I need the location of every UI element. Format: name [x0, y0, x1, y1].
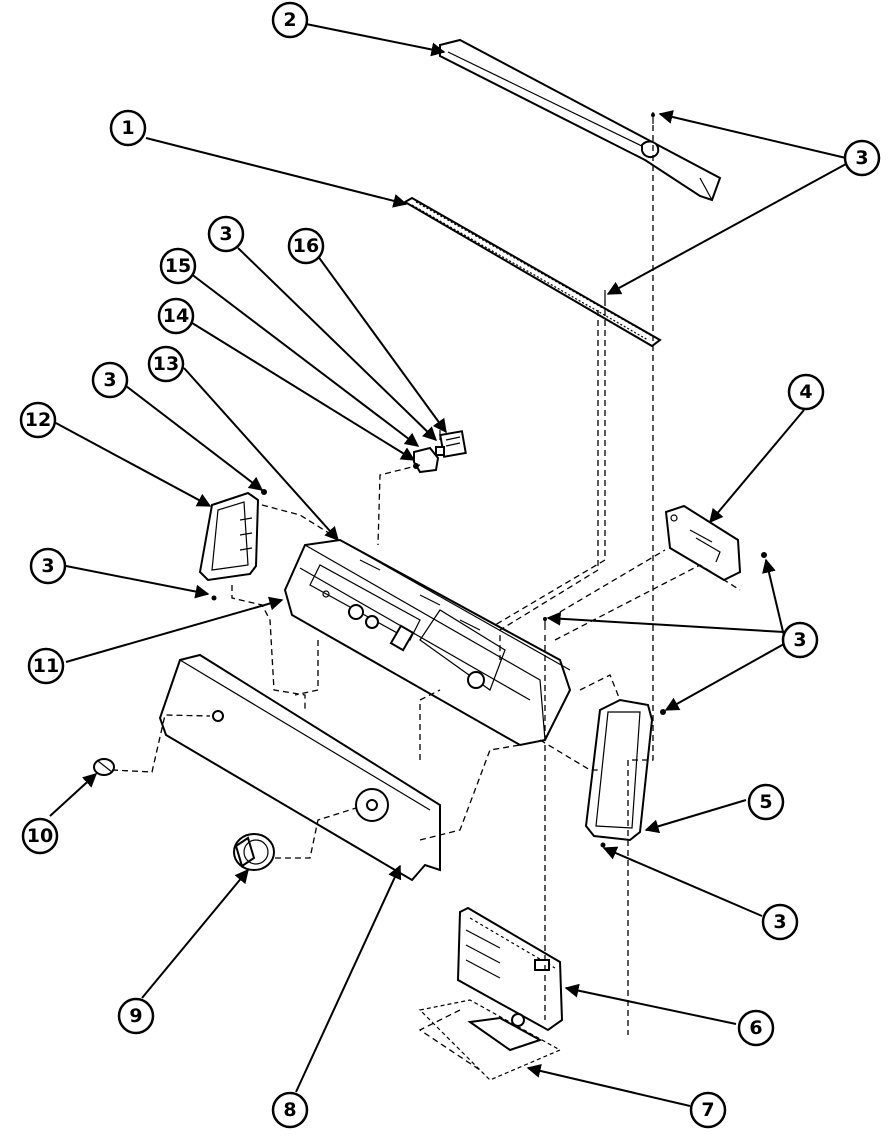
callout-label: 3: [793, 629, 806, 651]
screws: [439, 112, 655, 630]
part-knob-small: [93, 758, 115, 776]
callout-9: 9: [117, 997, 155, 1035]
callout-3: 3: [843, 139, 881, 177]
callout-label: 5: [759, 791, 772, 813]
callout-3: 3: [207, 215, 245, 253]
callout-5: 5: [747, 783, 785, 821]
part-console: [283, 538, 572, 747]
callout-10: 10: [21, 817, 59, 855]
callout-4: 4: [787, 373, 825, 411]
callout-label: 10: [27, 825, 53, 847]
callout-3: 3: [781, 621, 819, 659]
assembly-lines: [111, 125, 741, 1071]
part-control-board: [664, 504, 767, 582]
part-base-bracket: [418, 999, 562, 1081]
callout-label: 4: [799, 381, 812, 403]
callout-label: 9: [129, 1005, 142, 1027]
callout-7: 7: [689, 1091, 727, 1129]
callout-3: 3: [91, 361, 129, 399]
part-bracket: [413, 446, 440, 474]
callout-3: 3: [761, 903, 799, 941]
callout-label: 14: [163, 305, 189, 327]
callout-label: 3: [773, 911, 786, 933]
part-circuit-board: [456, 906, 564, 1032]
callout-label: 11: [33, 655, 59, 677]
part-front-panel: [158, 653, 441, 882]
callout-14: 14: [157, 297, 195, 335]
callout-label: 16: [293, 235, 319, 257]
callout-6: 6: [737, 1009, 775, 1047]
callout-16: 16: [287, 227, 325, 265]
callout-label: 7: [701, 1099, 714, 1121]
part-right-end-cap: [584, 698, 666, 848]
callout-label: 3: [103, 369, 116, 391]
callout-label: 3: [855, 147, 868, 169]
part-top-cover: [439, 38, 722, 202]
callout-15: 15: [159, 247, 197, 285]
leader-lines: [49, 23, 847, 1107]
callout-label: 3: [41, 555, 54, 577]
part-timer-knob: [233, 833, 275, 871]
part-left-end-cap: [198, 489, 267, 601]
callout-1: 1: [109, 109, 147, 147]
callout-8: 8: [271, 1091, 309, 1129]
callout-label: 15: [165, 255, 191, 277]
callout-2: 2: [271, 1, 309, 39]
callout-3: 3: [29, 547, 67, 585]
callout-12: 12: [19, 401, 57, 439]
callout-label: 8: [283, 1099, 296, 1121]
part-relay: [435, 430, 467, 458]
callout-label: 13: [153, 353, 179, 375]
part-perforated-strip: [402, 196, 662, 348]
callout-11: 11: [27, 647, 65, 685]
callout-label: 6: [749, 1017, 762, 1039]
callout-13: 13: [147, 345, 185, 383]
callout-label: 1: [121, 117, 134, 139]
callout-label: 12: [25, 409, 51, 431]
callout-label: 3: [219, 223, 232, 245]
callout-label: 2: [283, 9, 296, 31]
